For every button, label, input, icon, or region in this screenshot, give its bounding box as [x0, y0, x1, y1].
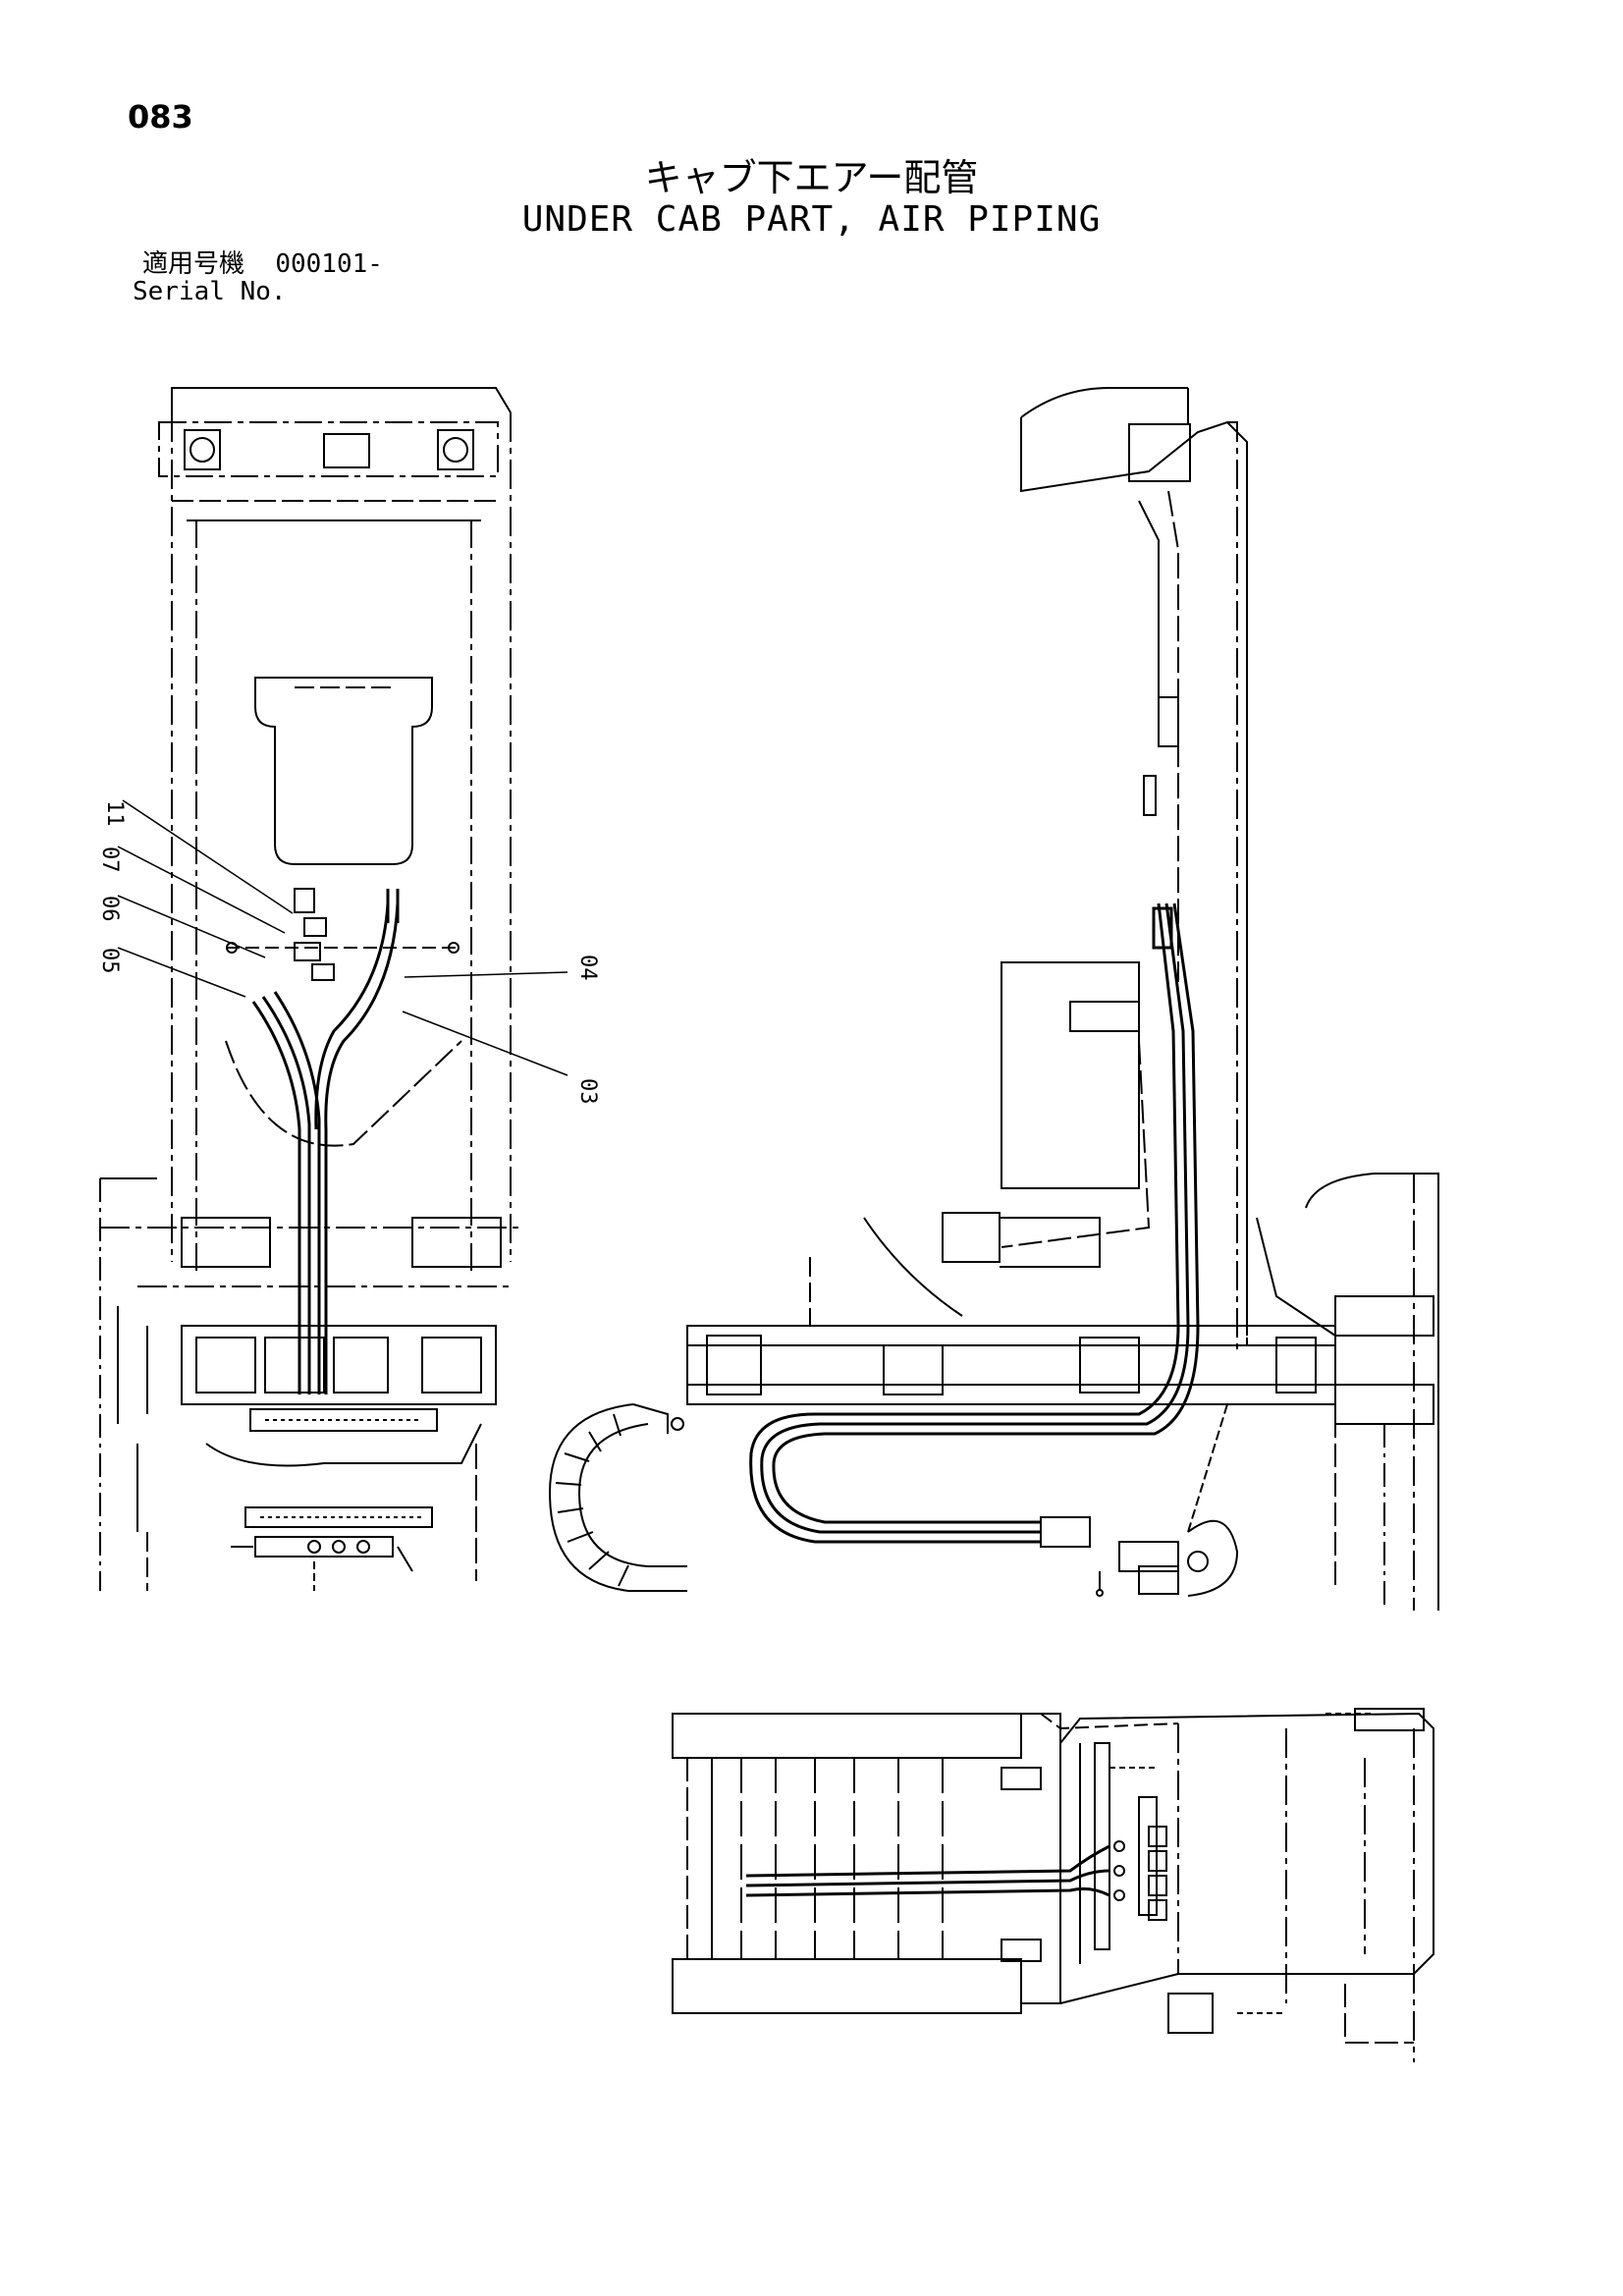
callout-03: 03: [575, 1078, 600, 1105]
left-view-cab-floor: [99, 387, 520, 1591]
callout-05: 05: [97, 948, 122, 974]
page-number: 083: [128, 98, 193, 136]
valve-cluster: [226, 888, 461, 981]
callout-leaders: [117, 799, 568, 1076]
serial-label: Serial No.: [133, 277, 287, 306]
bottom-view-valves: [1113, 1826, 1167, 1921]
bottom-view-hoses: [745, 1844, 1110, 1897]
right-view-side-elevation: [686, 387, 1439, 1611]
serial-info: 適用号機 000101- Serial No.: [133, 250, 383, 305]
bottom-view-base-plan: [672, 1708, 1434, 2062]
serial-from: 000101-: [275, 249, 383, 279]
page-title-japanese: キャブ下エアー配管: [644, 156, 979, 199]
drag-chain: [548, 1403, 687, 1592]
callout-07: 07: [97, 847, 122, 873]
applicable-label: 適用号機: [142, 249, 245, 279]
callout-11: 11: [102, 800, 127, 827]
air-hoses-left-view: [251, 889, 400, 1394]
callout-04: 04: [575, 955, 600, 981]
callout-06: 06: [97, 896, 122, 922]
air-hoses-right-view: [749, 902, 1200, 1544]
callout-labels: 11 07 06 05 04 03: [97, 800, 600, 1105]
valve-assembly-right: [1040, 1516, 1239, 1597]
page-title-english: UNDER CAB PART, AIR PIPING: [521, 199, 1102, 240]
